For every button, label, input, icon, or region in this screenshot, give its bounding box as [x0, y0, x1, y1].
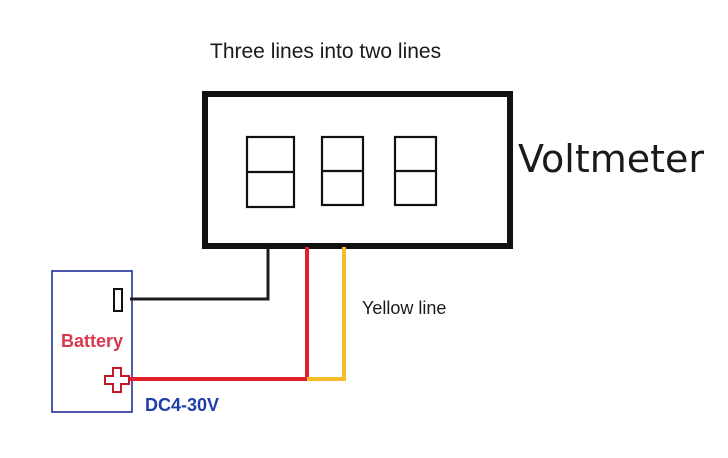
- black-wire: [130, 247, 270, 301]
- diagram-title: Three lines into two lines: [210, 40, 442, 63]
- red-wire: [130, 247, 309, 381]
- voltage-range-label: DC4-30V: [145, 395, 220, 415]
- voltmeter-frame: [202, 91, 513, 249]
- plus-terminal-icon: [104, 367, 130, 393]
- digit-1: [245, 135, 296, 209]
- digit-2: [320, 135, 365, 207]
- battery-box: [51, 270, 133, 413]
- yellow-line-label: Yellow line: [362, 298, 447, 318]
- digit-3: [393, 135, 438, 207]
- battery-label: Battery: [61, 331, 124, 351]
- yellow-wire: [307, 247, 346, 381]
- voltmeter-label: Voltmeter: [518, 137, 705, 181]
- minus-terminal-icon: [113, 288, 123, 312]
